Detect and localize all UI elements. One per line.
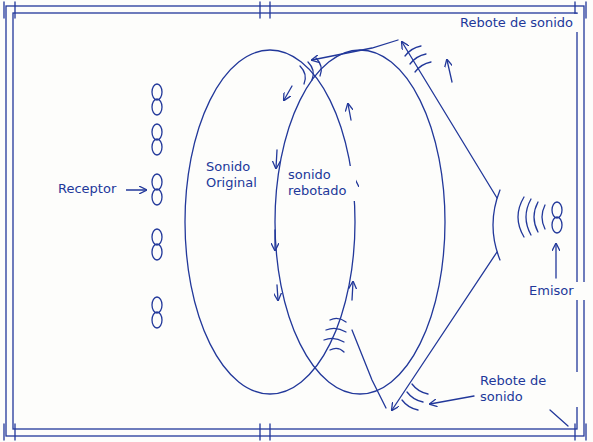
text-label: Emisor bbox=[527, 282, 589, 300]
receptor-symbol bbox=[152, 84, 162, 328]
text-label: sonido rebotado bbox=[286, 166, 356, 201]
text-label: Sonido Original bbox=[204, 158, 270, 193]
text-label: Receptor bbox=[56, 180, 126, 198]
emitter-symbol bbox=[552, 202, 562, 233]
text-label: Rebote de sonido bbox=[458, 14, 580, 32]
text-label: Rebote de sonido bbox=[478, 372, 582, 407]
